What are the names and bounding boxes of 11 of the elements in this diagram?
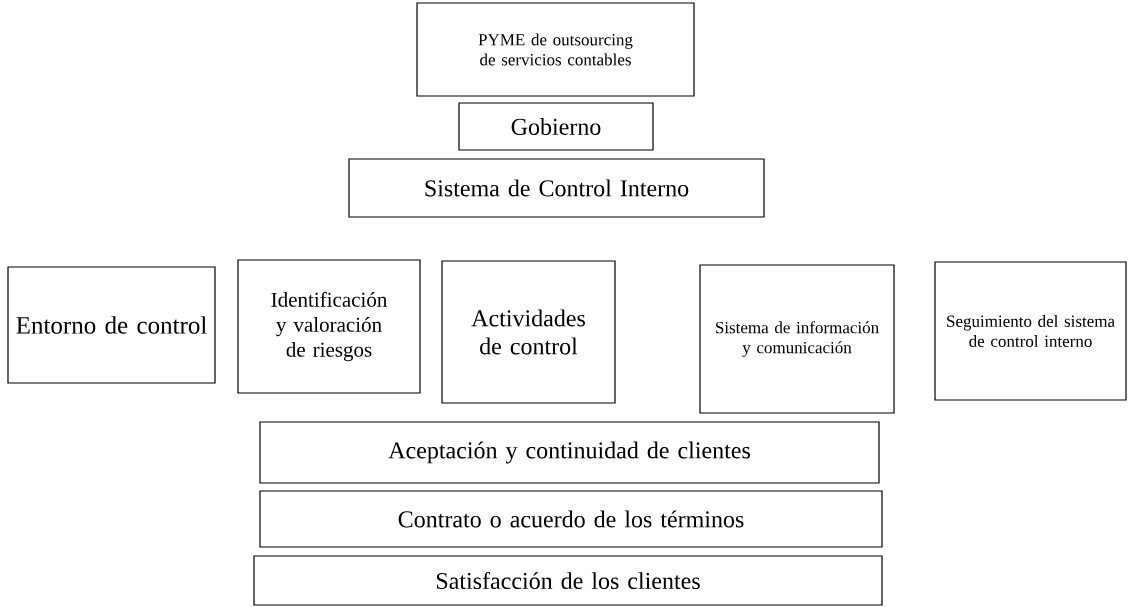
text-box: Gobierno bbox=[458, 102, 654, 151]
text-box: Seguimiento del sistema de control interno bbox=[934, 261, 1127, 401]
text-box: PYME de outsourcing de servicios contables bbox=[416, 2, 695, 97]
text-box: Contrato o acuerdo de los términos bbox=[259, 490, 883, 548]
text-box: Sistema de Control Interno bbox=[348, 158, 765, 218]
text-box: Satisfacción de los clientes bbox=[253, 555, 883, 606]
text-box: Sistema de información y comunicación bbox=[699, 264, 895, 414]
text-box: Actividades de control bbox=[441, 260, 616, 404]
text-box: Entorno de control bbox=[7, 266, 216, 384]
text-box: Aceptación y continuidad de clientes bbox=[259, 421, 880, 484]
text-box: Identificación y valoración de riesgos bbox=[237, 259, 421, 394]
